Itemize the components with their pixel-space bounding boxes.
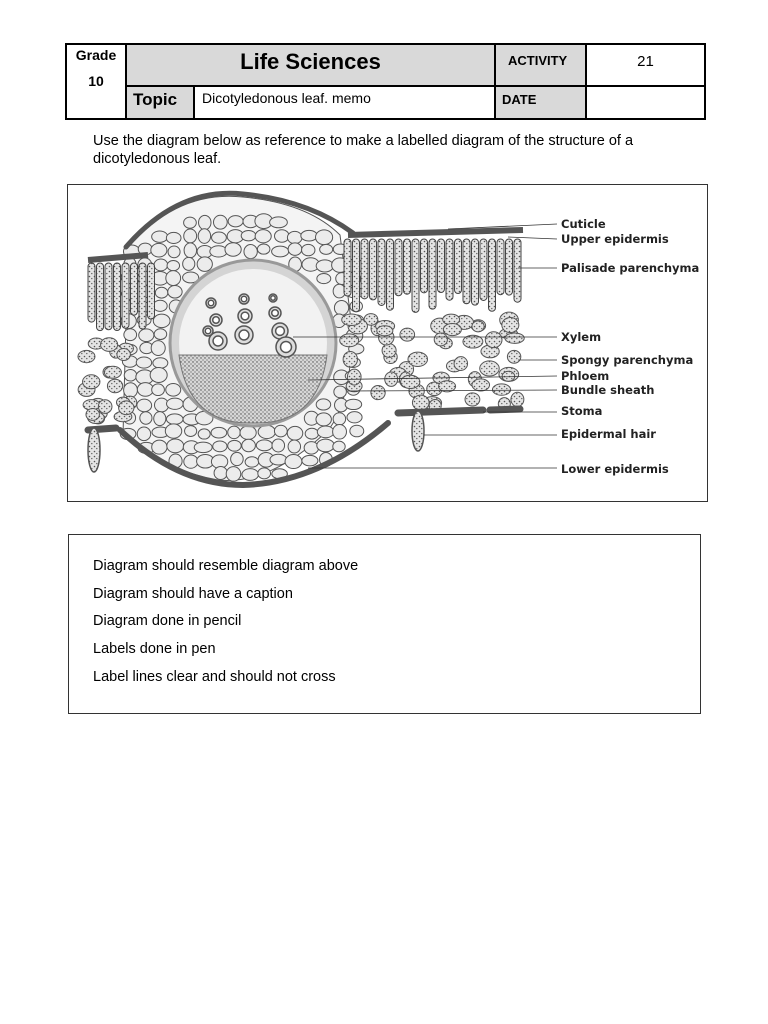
- leaf-diagram-frame: Cuticle Upper epidermis Palisade parench…: [67, 184, 708, 502]
- label-xylem: Xylem: [561, 330, 601, 344]
- date-label-cell: DATE: [496, 87, 587, 118]
- date-label: DATE: [502, 92, 536, 107]
- activity-value-cell: 21: [587, 45, 704, 87]
- vascular-bundle: [170, 260, 336, 426]
- criteria-list: Diagram should resemble diagram above Di…: [93, 554, 358, 692]
- criteria-item: Label lines clear and should not cross: [93, 665, 358, 693]
- topic-label: Topic: [133, 90, 177, 110]
- label-epidermal-hair: Epidermal hair: [561, 427, 656, 441]
- subject-title: Life Sciences: [127, 49, 494, 75]
- instruction-text: Use the diagram below as reference to ma…: [93, 132, 693, 168]
- criteria-item: Labels done in pen: [93, 637, 358, 665]
- grade-value: 10: [67, 73, 125, 89]
- palisade-layer: [344, 239, 521, 312]
- epidermal-hair: [412, 411, 424, 451]
- activity-value: 21: [587, 53, 704, 70]
- label-lower-epidermis: Lower epidermis: [561, 462, 669, 476]
- grade-label: Grade: [67, 47, 125, 63]
- criteria-item: Diagram should resemble diagram above: [93, 554, 358, 582]
- grade-cell: Grade 10: [67, 45, 127, 118]
- criteria-item: Diagram done in pencil: [93, 609, 358, 637]
- criteria-item: Diagram should have a caption: [93, 582, 358, 610]
- topic-value-cell: Dicotyledonous leaf. memo: [195, 87, 496, 118]
- activity-label-cell: ACTIVITY: [496, 45, 587, 87]
- label-upper-epidermis: Upper epidermis: [561, 232, 669, 246]
- leaf-cross-section-diagram: Cuticle Upper epidermis Palisade parench…: [68, 185, 709, 503]
- subject-cell: Life Sciences: [127, 45, 496, 87]
- label-cuticle: Cuticle: [561, 217, 606, 231]
- header-table: Grade 10 Life Sciences ACTIVITY 21 Topic…: [65, 43, 706, 120]
- label-palisade: Palisade parenchyma: [561, 261, 699, 275]
- topic-label-cell: Topic: [127, 87, 195, 118]
- label-stoma: Stoma: [561, 404, 602, 418]
- label-spongy: Spongy parenchyma: [561, 353, 693, 367]
- date-value-cell: [587, 87, 704, 118]
- label-phloem: Phloem: [561, 369, 609, 383]
- memo-criteria-box: Diagram should resemble diagram above Di…: [68, 534, 701, 714]
- topic-value: Dicotyledonous leaf. memo: [202, 90, 371, 106]
- activity-label: ACTIVITY: [508, 53, 567, 68]
- upper-epidermis-right: [348, 230, 523, 235]
- label-bundle-sheath: Bundle sheath: [561, 383, 654, 397]
